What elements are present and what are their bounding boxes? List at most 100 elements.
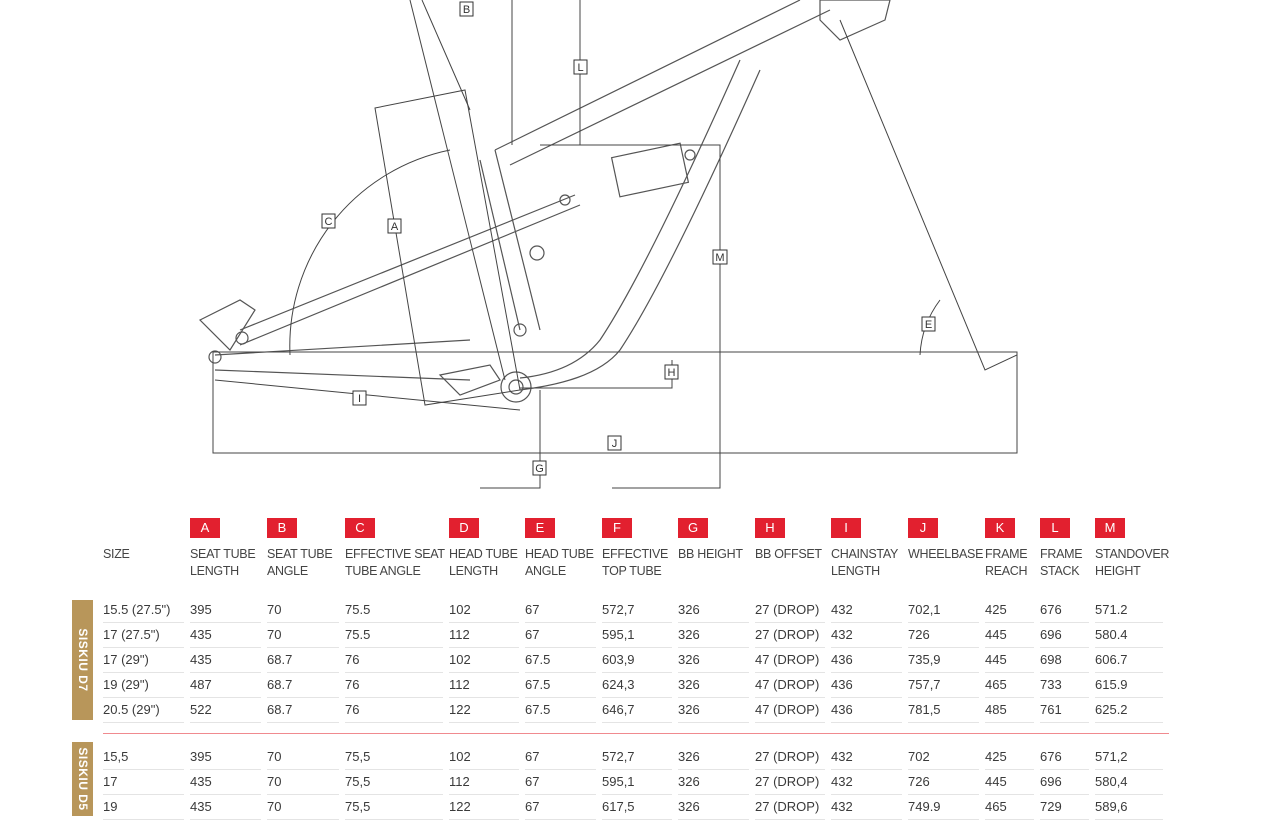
value-cell: 761 — [1040, 698, 1095, 723]
cell-text: 122 — [449, 795, 519, 820]
value-cell: 70 — [267, 598, 345, 623]
value-cell: 522 — [190, 698, 267, 723]
label-c: C — [321, 213, 336, 229]
value-cell: 435 — [190, 648, 267, 673]
value-cell: 75.5 — [345, 598, 449, 623]
group-label-d5: SISKIU D5 — [72, 742, 93, 816]
value-cell: 67 — [525, 770, 602, 795]
value-cell: 465 — [985, 795, 1040, 820]
cell-text: 17 (29") — [103, 648, 184, 673]
value-cell: 326 — [678, 795, 755, 820]
svg-text:I: I — [358, 393, 361, 405]
size-cell: 17 — [103, 770, 190, 795]
label-m: M — [712, 249, 728, 265]
column-letter-badge: A — [190, 518, 220, 538]
value-cell: 595,1 — [602, 770, 678, 795]
cell-text: 67.5 — [525, 648, 596, 673]
column-letter-badge: M — [1095, 518, 1125, 538]
frame-geometry-diagram: A B C E G H I J L M — [198, 0, 1018, 489]
value-cell: 436 — [831, 648, 908, 673]
cell-text: 19 (29") — [103, 673, 184, 698]
value-cell: 435 — [190, 770, 267, 795]
column-letter-cell: K — [985, 518, 1040, 538]
cell-text: 436 — [831, 673, 902, 698]
value-cell: 76 — [345, 648, 449, 673]
cell-text: 47 (DROP) — [755, 698, 825, 723]
cell-text: 102 — [449, 648, 519, 673]
column-letter-badge: H — [755, 518, 785, 538]
column-letter-badge: B — [267, 518, 297, 538]
value-cell: 67 — [525, 795, 602, 820]
value-cell: 395 — [190, 598, 267, 623]
column-letter-cell: H — [755, 518, 831, 538]
value-cell: 102 — [449, 598, 525, 623]
value-cell: 572,7 — [602, 745, 678, 770]
value-cell: 749.9 — [908, 795, 985, 820]
value-cell: 76 — [345, 698, 449, 723]
value-cell: 580,4 — [1095, 770, 1169, 795]
value-cell: 395 — [190, 745, 267, 770]
cell-text: 624,3 — [602, 673, 672, 698]
value-cell: 432 — [831, 745, 908, 770]
value-cell: 436 — [831, 698, 908, 723]
column-letter-cell: M — [1095, 518, 1169, 538]
value-cell: 27 (DROP) — [755, 598, 831, 623]
column-header: FRAME STACK — [1040, 547, 1083, 578]
svg-text:L: L — [577, 62, 583, 74]
column-header: FRAME REACH — [985, 547, 1028, 578]
value-cell: 76 — [345, 673, 449, 698]
value-cell: 425 — [985, 598, 1040, 623]
column-letter-badge: F — [602, 518, 632, 538]
column-header: CHAINSTAY LENGTH — [831, 547, 898, 578]
value-cell: 571,2 — [1095, 745, 1169, 770]
value-cell: 571.2 — [1095, 598, 1169, 623]
column-header: STANDOVER HEIGHT — [1095, 547, 1170, 578]
cell-text: 432 — [831, 770, 902, 795]
dimension-labels: A B C E G H I J L M — [321, 1, 936, 476]
value-cell: 781,5 — [908, 698, 985, 723]
cell-text: 580.4 — [1095, 623, 1164, 648]
value-cell: 757,7 — [908, 673, 985, 698]
cell-text: 522 — [190, 698, 261, 723]
column-letter-badge: E — [525, 518, 555, 538]
value-cell: 27 (DROP) — [755, 623, 831, 648]
size-cell: 20.5 (29") — [103, 698, 190, 723]
cell-text: 432 — [831, 795, 902, 820]
value-cell: 696 — [1040, 623, 1095, 648]
size-cell: 19 — [103, 795, 190, 820]
column-letter-cell: D — [449, 518, 525, 538]
column-letter-badge: J — [908, 518, 938, 538]
value-cell: 487 — [190, 673, 267, 698]
value-cell: 436 — [831, 673, 908, 698]
cell-text: 749.9 — [908, 795, 979, 820]
cell-text: 487 — [190, 673, 261, 698]
column-letter-cell: B — [267, 518, 345, 538]
value-cell: 435 — [190, 795, 267, 820]
cell-text: 326 — [678, 745, 749, 770]
cell-text: 761 — [1040, 698, 1089, 723]
cell-text: 757,7 — [908, 673, 979, 698]
cell-text: 47 (DROP) — [755, 673, 825, 698]
value-cell: 606.7 — [1095, 648, 1169, 673]
cell-text: 68.7 — [267, 648, 339, 673]
value-cell: 67.5 — [525, 648, 602, 673]
value-cell: 112 — [449, 770, 525, 795]
cell-text: 27 (DROP) — [755, 598, 825, 623]
value-cell: 27 (DROP) — [755, 745, 831, 770]
cell-text: 435 — [190, 648, 261, 673]
label-l: L — [573, 59, 588, 75]
cell-text: 67.5 — [525, 673, 596, 698]
size-cell: 17 (29") — [103, 648, 190, 673]
cell-text: 435 — [190, 770, 261, 795]
cell-text: 781,5 — [908, 698, 979, 723]
size-cell: 15,5 — [103, 745, 190, 770]
cell-text: 595,1 — [602, 770, 672, 795]
cell-text: 326 — [678, 795, 749, 820]
value-cell: 485 — [985, 698, 1040, 723]
cell-text: 102 — [449, 598, 519, 623]
cell-text: 112 — [449, 623, 519, 648]
